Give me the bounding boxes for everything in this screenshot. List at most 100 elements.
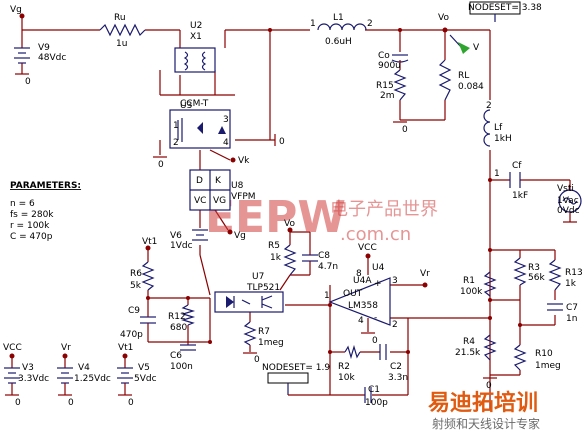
module-u3: U3 CCM-T 1 2 3 4 0 0 bbox=[153, 99, 285, 170]
opamp-minus: - bbox=[374, 313, 377, 323]
junction-r2 bbox=[328, 350, 332, 354]
value-ru: 1u bbox=[116, 39, 127, 49]
ref-r5: R5 bbox=[268, 241, 280, 251]
junction-cf bbox=[488, 178, 492, 182]
ref-rl: RL bbox=[458, 71, 469, 81]
pin-u3-1: 1 bbox=[173, 121, 179, 131]
u7-led-icon bbox=[226, 296, 234, 308]
resistor-zigzag bbox=[141, 261, 155, 291]
resistor-zigzag bbox=[513, 257, 527, 286]
nodeset-bottom-box bbox=[267, 372, 309, 384]
watermark-brand: 易迪拓培训 bbox=[428, 390, 538, 416]
sub-u4: U4A bbox=[353, 276, 372, 286]
inductor-lf: Lf 1kH 2 1 bbox=[483, 101, 512, 179]
nodeset-bottom-group: NODESET= 1.9 bbox=[262, 363, 330, 396]
label-vr: Vr bbox=[420, 269, 430, 279]
probe-label: V bbox=[473, 43, 480, 53]
ground-label: 0 bbox=[158, 160, 164, 170]
ground-label: 0 bbox=[15, 398, 21, 408]
u2-winding-primary bbox=[183, 51, 189, 71]
ground-label: 0 bbox=[372, 336, 378, 346]
ref-c8: C8 bbox=[318, 251, 330, 261]
optocoupler-u7: U7 TLP521 bbox=[214, 272, 284, 313]
u7-transistor-emitter bbox=[261, 303, 273, 309]
resistor-r15: R15 2m 0 bbox=[376, 69, 408, 135]
node-vo2-marker bbox=[287, 227, 293, 233]
source-v6: V6 1Vdc bbox=[170, 229, 208, 251]
capacitor-co: Co 900u bbox=[378, 51, 409, 71]
pin-u3-3: 3 bbox=[223, 115, 229, 125]
junction-minus bbox=[488, 316, 492, 320]
wire-v6-u7 bbox=[199, 254, 211, 296]
resistor-zigzag bbox=[483, 334, 497, 361]
capacitor-c7: C7 1n bbox=[547, 303, 578, 324]
pin-l1-2: 2 bbox=[367, 19, 373, 29]
resistor-r2: R2 10k bbox=[338, 344, 361, 383]
ac-source-circle bbox=[558, 189, 582, 213]
value-lf: 1kH bbox=[494, 134, 512, 144]
source-v3: VCC 0 V3 3.3Vdc bbox=[3, 343, 49, 408]
ground-label: 0 bbox=[254, 355, 260, 365]
resistor-r4: R4 21.5k 0 bbox=[455, 334, 497, 391]
value-r2: 10k bbox=[338, 373, 355, 383]
value-r5: 1k bbox=[270, 253, 282, 263]
source-vsti: Vsti 1Vac 0Vdc bbox=[557, 184, 582, 223]
junction-r1 bbox=[488, 298, 492, 302]
inductor-coil bbox=[483, 109, 491, 147]
resistor-ru: Ru 1u bbox=[99, 13, 146, 49]
label-vt1: Vt1 bbox=[118, 343, 133, 353]
resistor-zigzag bbox=[548, 259, 562, 291]
watermark-domain: .com.cn bbox=[340, 224, 411, 245]
ref-u8: U8 bbox=[231, 181, 244, 191]
ref-r10: R10 bbox=[535, 349, 553, 359]
value-c9: 470p bbox=[120, 330, 143, 340]
resistor-r5: Vo R5 1k bbox=[268, 219, 297, 276]
ground-label: 0 bbox=[25, 77, 31, 87]
inductor-coil bbox=[317, 23, 367, 31]
label-vcc: VCC bbox=[358, 243, 377, 253]
ref-r13: R13 bbox=[565, 268, 583, 278]
u7-transistor-collector bbox=[261, 295, 273, 301]
junction-co bbox=[398, 28, 402, 32]
resistor-r6: Vt1 R6 5k bbox=[130, 237, 157, 291]
value-r6: 5k bbox=[130, 281, 142, 291]
pin-u4-3: 3 bbox=[392, 276, 398, 286]
ref-ru: Ru bbox=[114, 13, 126, 23]
ref-u7: U7 bbox=[252, 272, 264, 282]
resistor-zigzag bbox=[438, 59, 452, 101]
pin-u8-vc: VC bbox=[194, 196, 206, 206]
wire-u3-vk bbox=[209, 149, 231, 161]
vo-node: Vo NODESET= 3.38 V bbox=[438, 1, 542, 54]
value-r10: 1meg bbox=[535, 361, 561, 371]
junction-r12 bbox=[186, 296, 190, 300]
ref-lf: Lf bbox=[494, 123, 503, 133]
label-vo: Vo bbox=[438, 13, 449, 23]
node-vcc-marker bbox=[9, 353, 15, 359]
resistor-zigzag bbox=[393, 69, 407, 101]
u3-diode-icon bbox=[197, 122, 203, 134]
parameters-block: PARAMETERS: n = 6 fs = 280k r = 100k C =… bbox=[10, 181, 81, 242]
label-vcc: VCC bbox=[3, 343, 22, 353]
param-line: r = 100k bbox=[10, 221, 50, 231]
ref-c1: C1 bbox=[368, 385, 380, 395]
pin-lf-1: 1 bbox=[494, 169, 500, 179]
node-vg-marker bbox=[19, 13, 25, 19]
watermark-chinese: 电子产品世界 bbox=[330, 199, 438, 220]
junction-u3 bbox=[268, 28, 272, 32]
param-line: n = 6 bbox=[10, 199, 35, 209]
pin-u8-k-top: K bbox=[215, 176, 222, 186]
pin-u4-2: 2 bbox=[392, 320, 398, 330]
resistor-r12: R12 680 bbox=[168, 304, 196, 333]
value-r4: 21.5k bbox=[455, 348, 481, 358]
ref-r7: R7 bbox=[258, 327, 270, 337]
resistor-zigzag bbox=[180, 304, 196, 326]
junction-r3 bbox=[488, 248, 492, 252]
capacitor-c2: C2 3.3n bbox=[379, 344, 408, 383]
sine-wave-icon bbox=[562, 197, 578, 205]
resistor-r10: R10 1meg bbox=[513, 344, 561, 371]
resistor-zigzag bbox=[243, 321, 257, 346]
sub-u2: X1 bbox=[190, 32, 202, 42]
u7-body bbox=[214, 291, 284, 313]
value-c7: 1n bbox=[566, 314, 577, 324]
